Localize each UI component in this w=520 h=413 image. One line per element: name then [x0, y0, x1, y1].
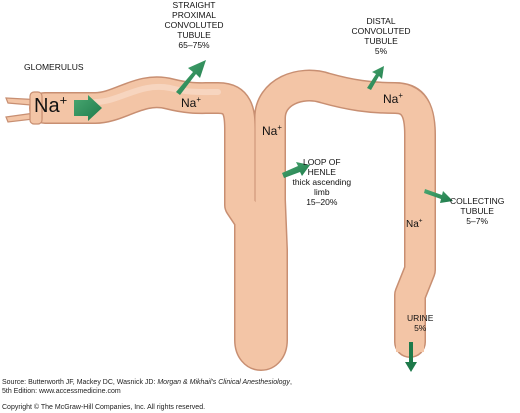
sodium-ion-loop: Na+: [262, 123, 282, 138]
tubule-highlight: [92, 83, 221, 105]
glomerulus-label: GLOMERULUS: [24, 62, 84, 72]
distal-tubule-label: DISTAL CONVOLUTED TUBULE 5%: [352, 16, 411, 56]
loop-line-4: limb: [314, 187, 330, 197]
copyright-notice: Copyright © The McGraw-Hill Companies, I…: [2, 404, 206, 411]
distal-percent: 5%: [374, 46, 388, 56]
collecting-tubule-label: COLLECTING TUBULE 5–7%: [450, 196, 504, 226]
collecting-line-1: COLLECTING: [450, 196, 505, 206]
proximal-line-4: TUBULE: [177, 30, 211, 40]
loop-line-3: thick ascending: [292, 177, 352, 187]
proximal-tubule-label: STRAIGHT PROXIMAL CONVOLUTED TUBULE 65–7…: [165, 0, 224, 50]
source-book-title: Morgan & Mikhail's Clinical Anesthesiolo…: [157, 379, 290, 386]
nephron-tubule: [29, 69, 436, 371]
sodium-ion-collecting: Na+: [406, 217, 423, 230]
distal-line-1: DISTAL: [366, 16, 396, 26]
source-suffix: ,: [289, 379, 292, 386]
sodium-ion-proximal: Na+: [181, 95, 201, 110]
proximal-percent: 65–75%: [178, 40, 210, 50]
collecting-percent: 5–7%: [466, 216, 489, 226]
loop-of-henle-label: LOOP OF HENLE thick ascending limb 15–20…: [293, 157, 352, 207]
proximal-line-3: CONVOLUTED: [164, 20, 224, 30]
urine-percent: 5%: [414, 323, 427, 333]
loop-reabsorption-arrow: [282, 162, 310, 178]
loop-percent: 15–20%: [306, 197, 338, 207]
proximal-line-2: PROXIMAL: [172, 10, 216, 20]
distal-line-3: TUBULE: [364, 36, 398, 46]
tubule-fill: [30, 71, 435, 370]
source-edition: 5th Edition: www.accessmedicine.com: [2, 388, 121, 395]
loop-line-1: LOOP OF: [302, 157, 341, 167]
source-authors: Source: Butterworth JF, Mackey DC, Wasni…: [2, 379, 158, 386]
sodium-ion-distal: Na+: [383, 91, 403, 106]
urine-arrow: [405, 342, 417, 372]
urine-label: URINE 5%: [407, 313, 433, 333]
distal-reabsorption-arrow: [367, 66, 384, 90]
collecting-reabsorption-arrow: [424, 189, 453, 203]
urine-line-1: URINE: [407, 313, 434, 323]
source-citation: Source: Butterworth JF, Mackey DC, Wasni…: [2, 379, 292, 386]
loop-line-2: HENLE: [307, 167, 336, 177]
proximal-line-1: STRAIGHT: [172, 0, 216, 10]
distal-line-2: CONVOLUTED: [351, 26, 411, 36]
filtration-arrow: [74, 95, 102, 121]
collecting-line-2: TUBULE: [460, 206, 494, 216]
sodium-arrows: [74, 60, 453, 372]
sodium-ion-glomerulus: Na+: [34, 92, 68, 117]
glomerulus-capsule: [29, 91, 43, 125]
proximal-reabsorption-arrow: [176, 60, 206, 95]
